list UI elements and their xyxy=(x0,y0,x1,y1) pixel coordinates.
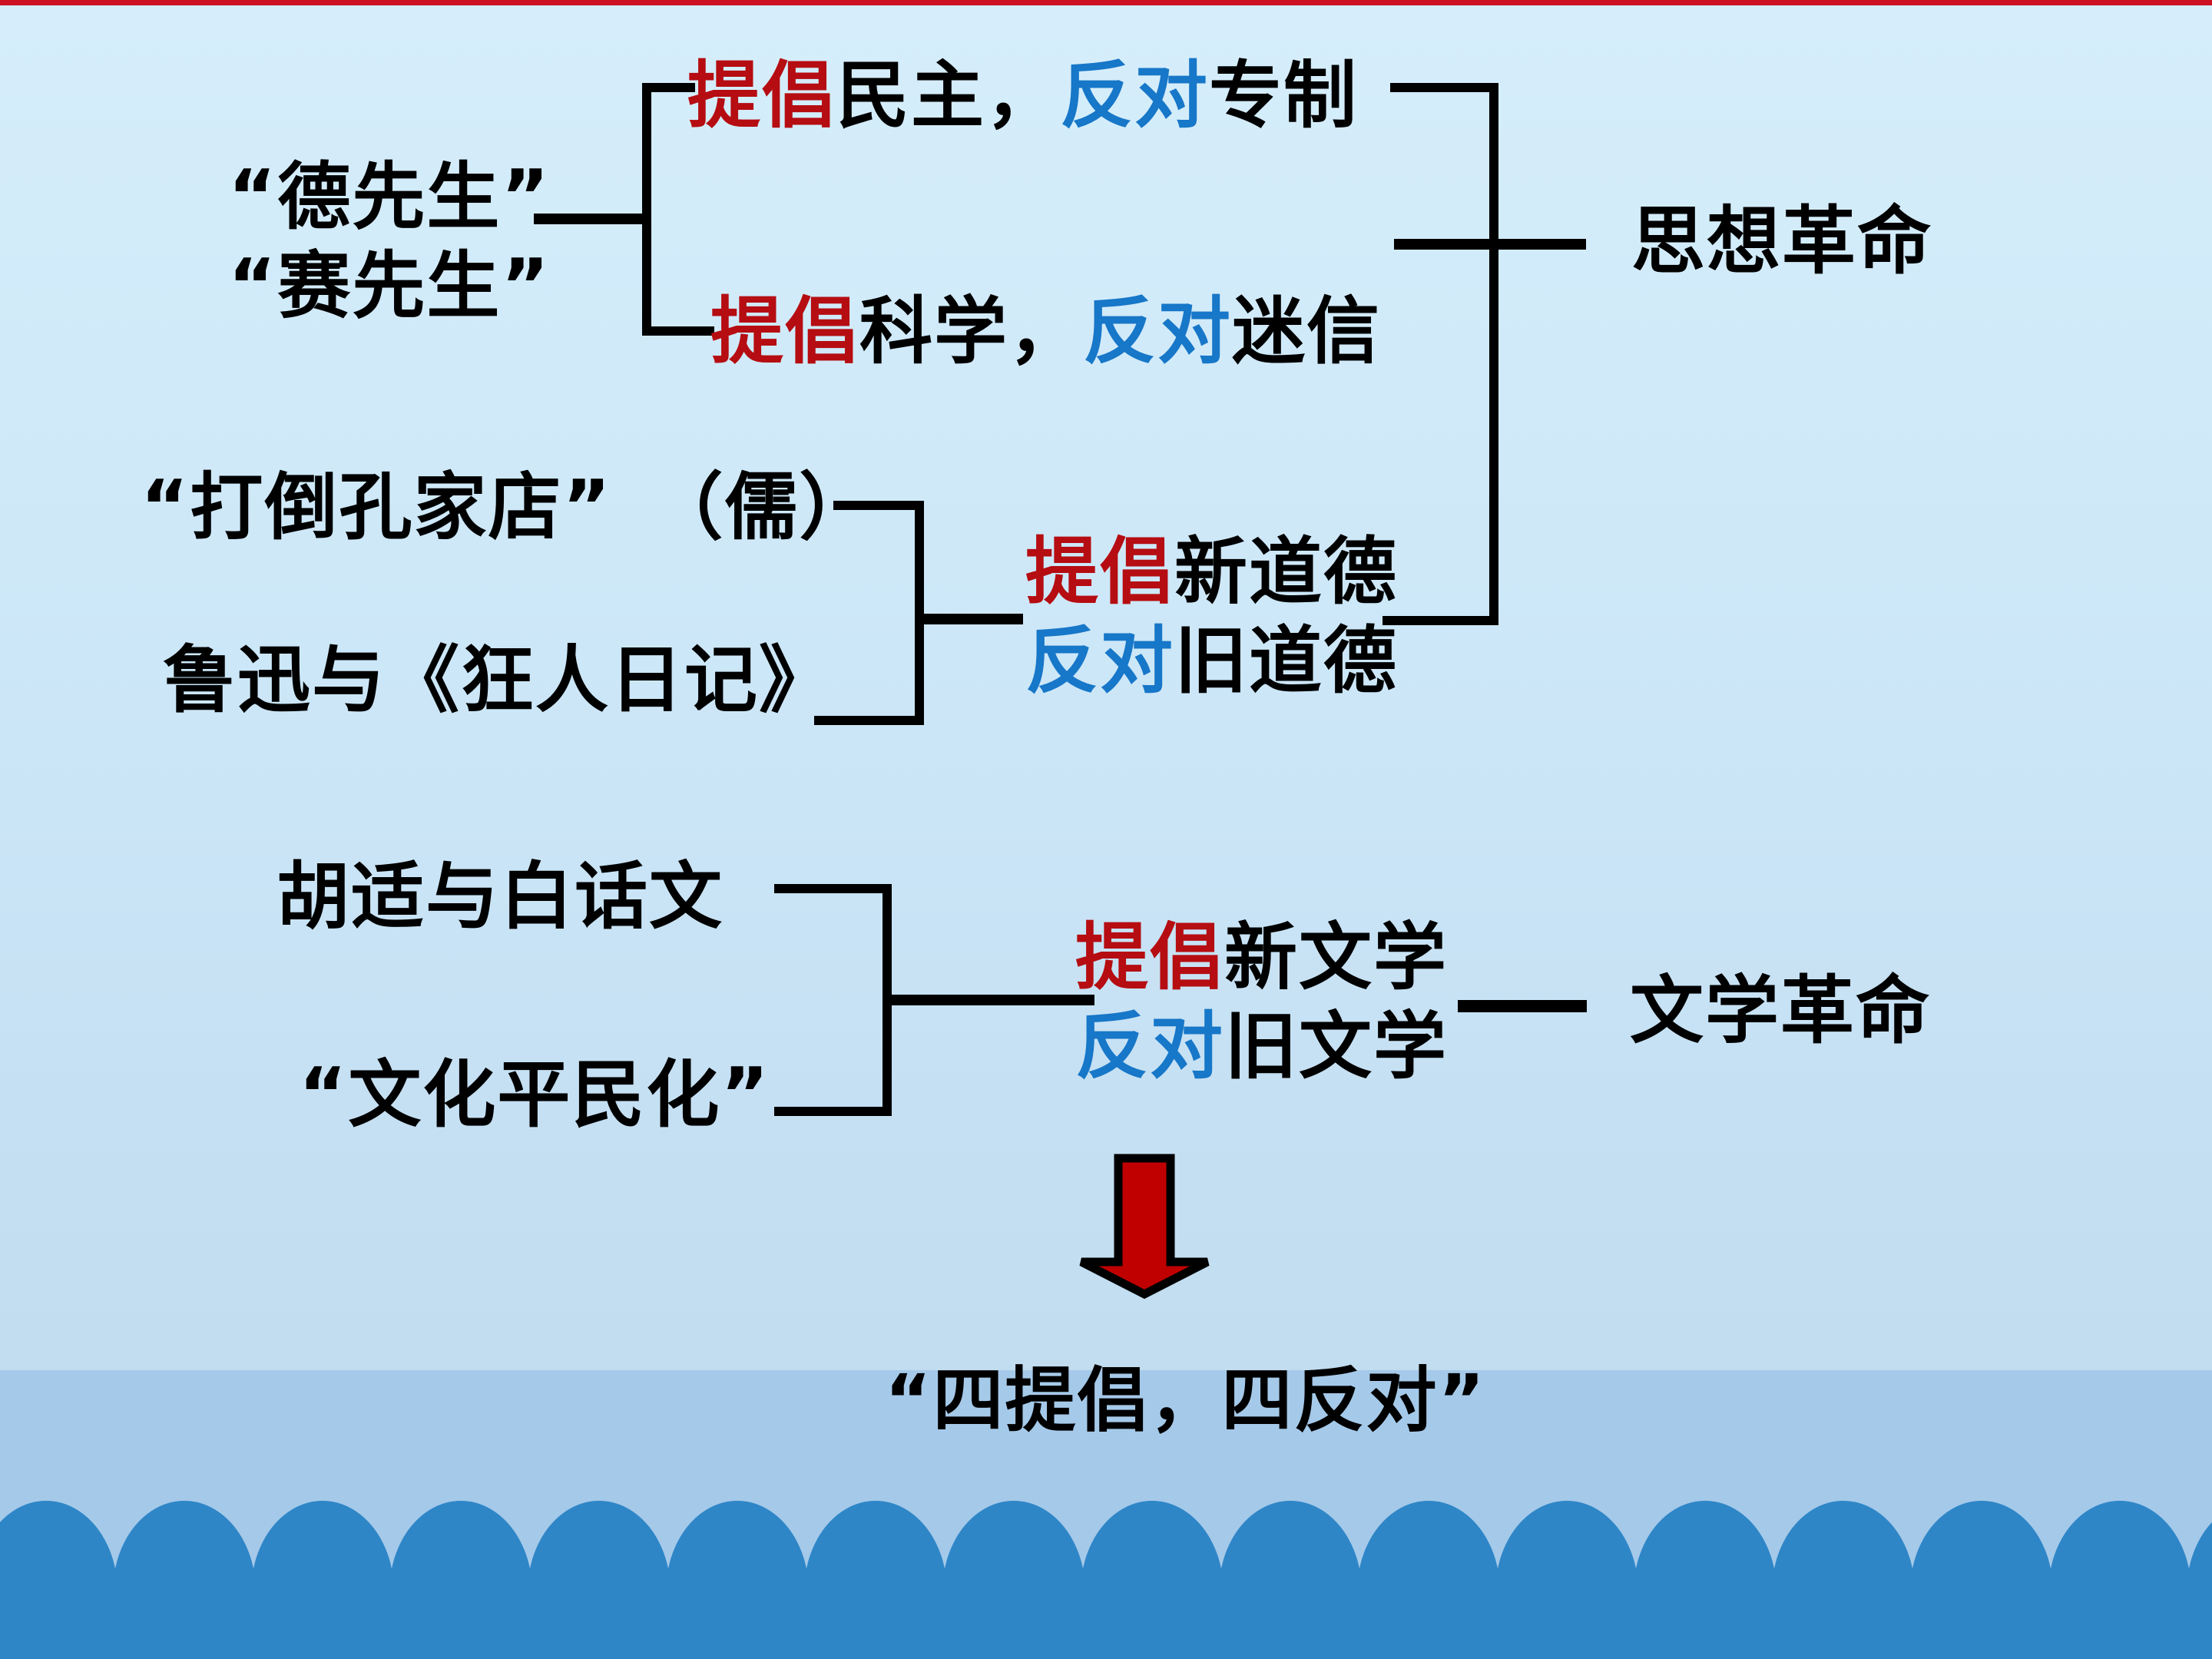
top-edge-strip xyxy=(0,0,2212,5)
bracket-morals xyxy=(814,501,924,725)
superstition-word: 迷信 xyxy=(1232,290,1382,374)
literature-new-line: 提倡新文学 xyxy=(1075,914,1448,1003)
old-morals-word: 旧道德 xyxy=(1174,618,1399,704)
wave-decoration xyxy=(0,1501,2212,1659)
autocracy-word: 专制 xyxy=(1209,54,1359,138)
label-culture: “文化平民化” xyxy=(299,1053,770,1137)
advocate-word: 提倡 xyxy=(710,290,860,374)
advocate-word: 提倡 xyxy=(1025,530,1175,614)
advocate-word: 提倡 xyxy=(1075,916,1225,1000)
down-arrow-icon xyxy=(1079,1154,1210,1300)
new-morals-word: 新道德 xyxy=(1174,530,1399,614)
oppose-word: 反对 xyxy=(1083,290,1233,374)
label-mr-democracy: “德先生” xyxy=(228,155,551,240)
row-literature: 提倡新文学 反对旧文学 xyxy=(1075,914,1448,1092)
oppose-word: 反对 xyxy=(1075,1004,1225,1089)
slogan-text: “四提倡，四反对” xyxy=(885,1359,1486,1442)
label-mr-science: “赛先生” xyxy=(228,243,551,329)
label-mr-democracy-science: “德先生” “赛先生” xyxy=(228,154,551,332)
label-confucius: “打倒孔家店” （儒） xyxy=(141,465,874,550)
science-word: 科学， xyxy=(859,290,1084,374)
oppose-word: 反对 xyxy=(1060,54,1210,138)
bracket-desai xyxy=(642,83,714,336)
row-science: 提倡科学，反对迷信 xyxy=(710,296,1381,369)
advocate-word: 提倡 xyxy=(687,54,837,138)
new-literature-word: 新文学 xyxy=(1224,916,1449,1000)
bracket-thought xyxy=(1382,83,1498,625)
wave-dome xyxy=(2187,1522,2212,1659)
label-luxun: 鲁迅与《狂人日记》 xyxy=(163,638,834,723)
bracket-literature xyxy=(774,884,892,1116)
oppose-word: 反对 xyxy=(1025,618,1175,704)
label-literature-revolution: 文学革命 xyxy=(1630,968,1931,1054)
label-thought-revolution: 思想革命 xyxy=(1631,198,1932,284)
morals-old-line: 反对旧道德 xyxy=(1025,618,1398,707)
old-literature-word: 旧文学 xyxy=(1224,1004,1449,1089)
literature-old-line: 反对旧文学 xyxy=(1075,1003,1448,1092)
row-democracy: 提倡民主，反对专制 xyxy=(687,60,1358,133)
row-morals: 提倡新道德 反对旧道德 xyxy=(1025,528,1398,707)
democracy-word: 民主， xyxy=(836,54,1061,138)
label-hushi: 胡适与白话文 xyxy=(276,855,724,939)
morals-new-line: 提倡新道德 xyxy=(1025,528,1398,618)
